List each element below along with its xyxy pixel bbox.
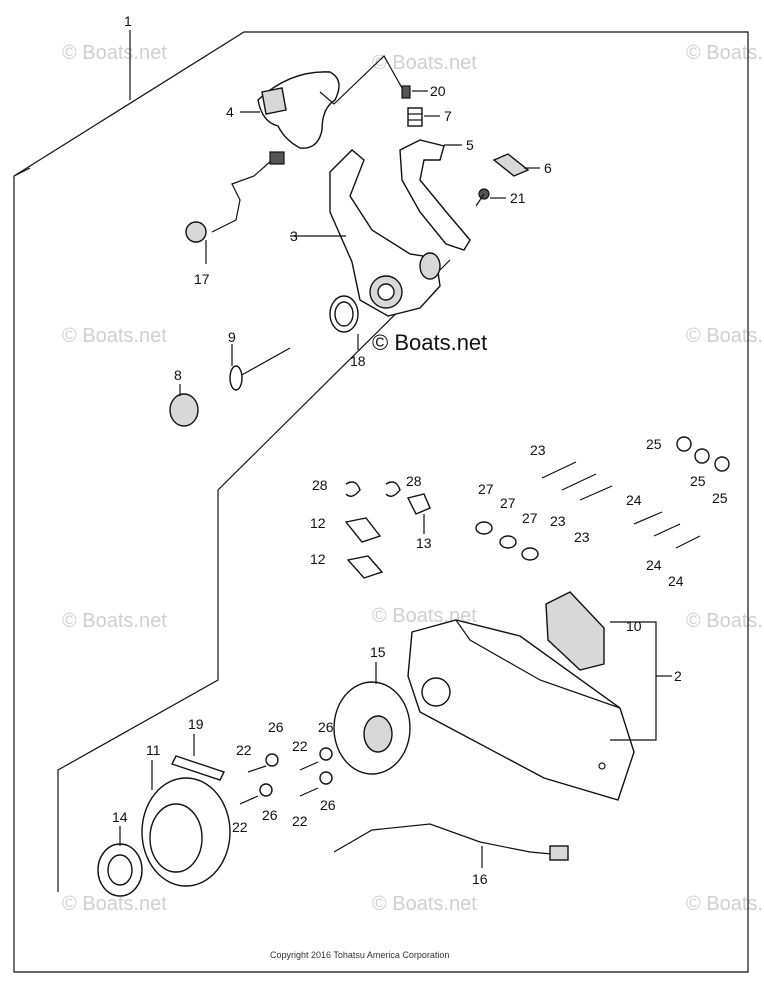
callout-4: 4: [226, 104, 234, 120]
part-19-strip: [171, 734, 225, 781]
callout-20: 20: [430, 83, 446, 99]
callout-9: 9: [228, 329, 236, 345]
callout-22b: 22: [292, 738, 308, 754]
callout-28a: 28: [312, 477, 328, 493]
watermark: © Boats.net: [686, 325, 764, 347]
watermark: © Boats.net: [62, 42, 167, 64]
watermark: © Boats.net: [686, 42, 764, 64]
callout-26d: 26: [320, 797, 336, 813]
watermark: © Boats.net: [372, 52, 477, 74]
part-3-lever-arm: [290, 149, 441, 317]
watermark: © Boats.net: [686, 893, 764, 915]
callout-17: 17: [194, 271, 210, 287]
copyright-notice: Copyright 2016 Tohatsu America Corporati…: [270, 950, 450, 960]
callout-23a: 23: [530, 442, 546, 458]
callout-3: 3: [290, 228, 298, 244]
part-14-coil: [97, 826, 143, 897]
callout-18: 18: [350, 353, 366, 369]
part-16-wire-harness: [333, 823, 569, 868]
part-25-nut: [676, 436, 730, 472]
part-15-disc: [333, 662, 411, 775]
callout-23b: 23: [550, 513, 566, 529]
callout-25a: 25: [646, 436, 662, 452]
callout-24a: 24: [626, 492, 642, 508]
callout-5: 5: [466, 137, 474, 153]
callout-22c: 22: [232, 819, 248, 835]
part-28-clip: [345, 481, 401, 497]
callout-27a: 27: [478, 481, 494, 497]
callout-21: 21: [510, 190, 526, 206]
callout-16: 16: [472, 871, 488, 887]
part-7-spring: [407, 107, 440, 127]
part-10-plate: [545, 591, 605, 671]
callout-23c: 23: [574, 529, 590, 545]
callout-12a: 12: [310, 515, 326, 531]
watermark: © Boats.net: [686, 610, 764, 632]
part-23-bolt: [541, 461, 613, 501]
callout-24c: 24: [668, 573, 684, 589]
callout-27c: 27: [522, 510, 538, 526]
part-11-rotor: [141, 760, 231, 887]
callout-14: 14: [112, 809, 128, 825]
watermark: © Boats.net: [62, 610, 167, 632]
part-17-switch-wire: [185, 151, 285, 264]
watermark: © Boats.net: [62, 893, 167, 915]
part-2-control-box: [407, 619, 672, 801]
watermark: © Boats.net: [372, 893, 477, 915]
callout-26a: 26: [268, 719, 284, 735]
brand-watermark: © Boats.net: [372, 330, 488, 355]
callout-28b: 28: [406, 473, 422, 489]
part-22-screw: [239, 761, 319, 805]
part-8-cap: [169, 384, 199, 427]
leader-line: [319, 55, 403, 105]
callout-8: 8: [174, 367, 182, 383]
part-21-screw: [475, 188, 506, 207]
part-27-washer: [475, 521, 539, 561]
callout-6: 6: [544, 160, 552, 176]
callout-25c: 25: [712, 490, 728, 506]
part-9-shaft: [229, 344, 291, 391]
callout-22d: 22: [292, 813, 308, 829]
callout-26c: 26: [262, 807, 278, 823]
callout-2: 2: [674, 668, 682, 684]
callout-13: 13: [416, 535, 432, 551]
callout-27b: 27: [500, 495, 516, 511]
callout-24b: 24: [646, 557, 662, 573]
callout-25b: 25: [690, 473, 706, 489]
callout-22a: 22: [236, 742, 252, 758]
part-12-cam-block: [344, 517, 384, 579]
callout-26b: 26: [318, 719, 334, 735]
callout-15: 15: [370, 644, 386, 660]
assembly-frame: [13, 30, 749, 973]
part-24-screw: [633, 511, 701, 549]
part-18-ring: [329, 295, 359, 350]
watermark: © Boats.net: [62, 325, 167, 347]
callout-11: 11: [146, 742, 161, 758]
part-13-bracket: [406, 493, 431, 534]
callout-19: 19: [188, 716, 204, 732]
callout-7: 7: [444, 108, 452, 124]
part-26-nut: [259, 747, 333, 797]
callout-1: 1: [124, 13, 132, 29]
callout-12b: 12: [310, 551, 326, 567]
part-6-block: [492, 153, 540, 177]
part-20-bolt: [401, 85, 428, 99]
part-5-detent-arm: [399, 139, 471, 251]
callout-10: 10: [626, 618, 642, 634]
part-4-handle-grip: [240, 71, 340, 149]
